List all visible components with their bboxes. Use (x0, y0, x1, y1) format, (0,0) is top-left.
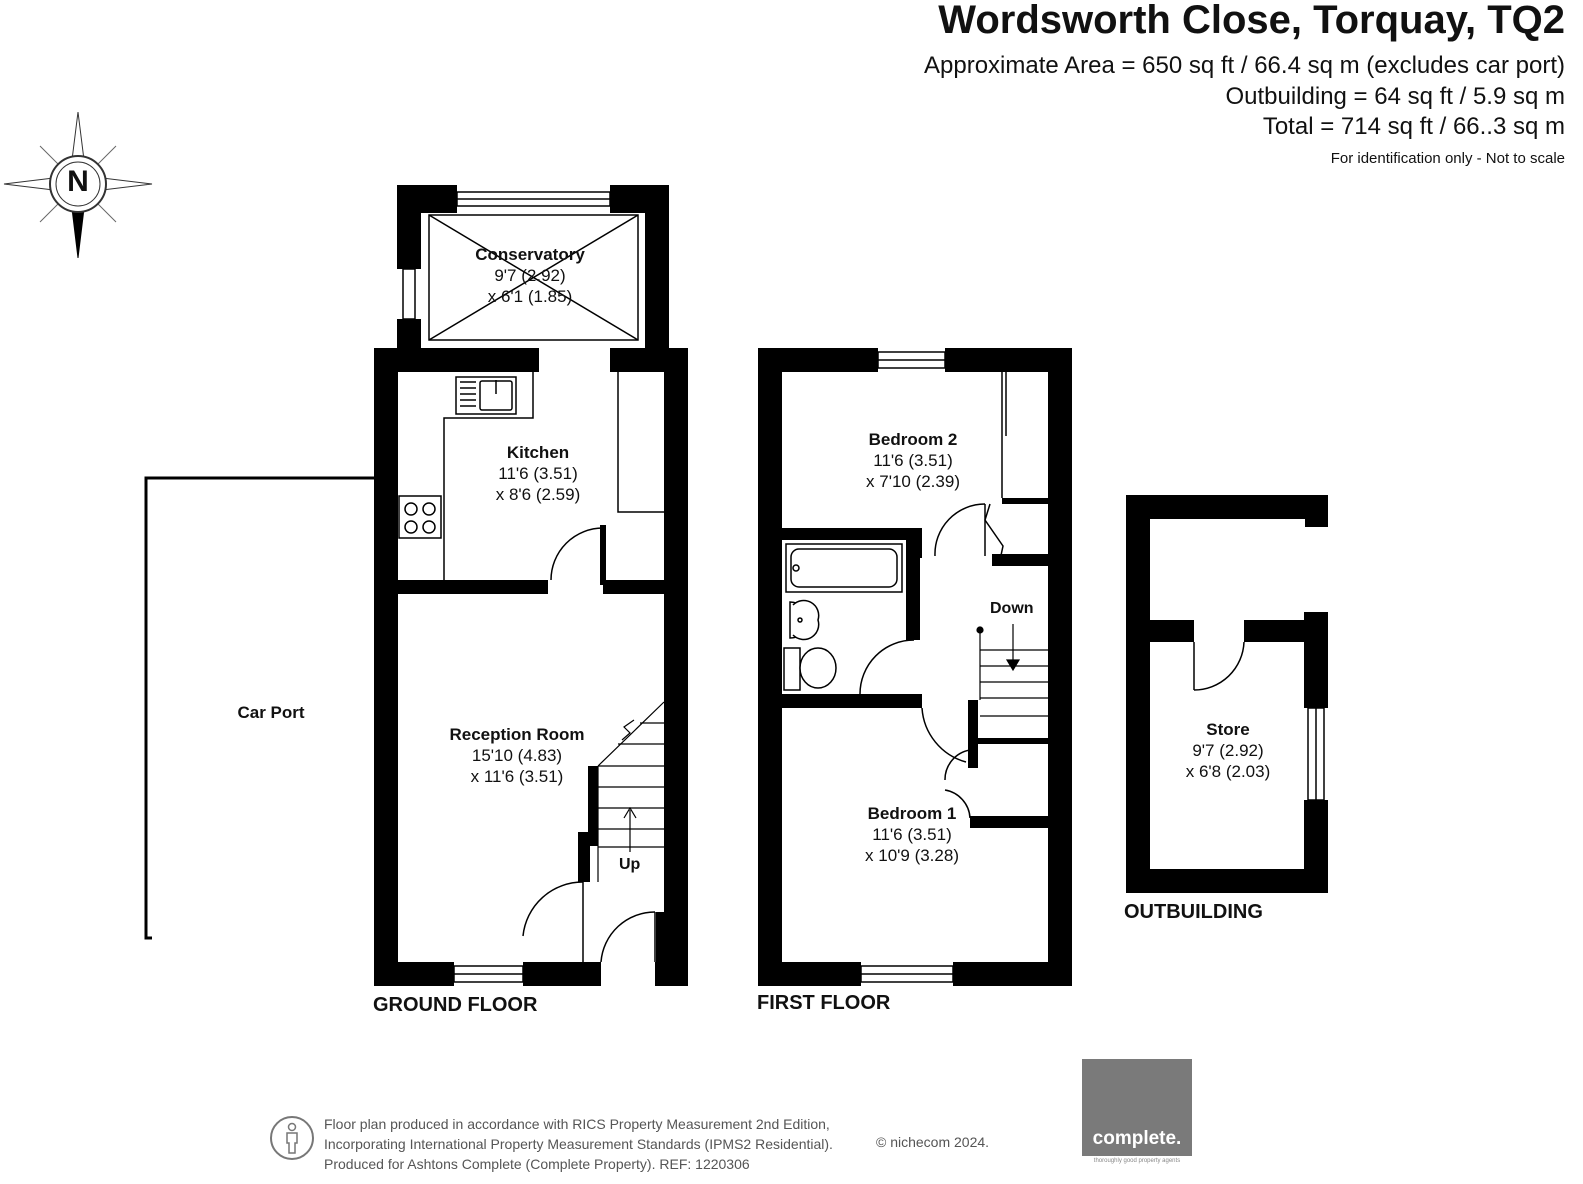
room-name: Conservatory (475, 245, 585, 264)
room-name: Bedroom 1 (867, 804, 957, 823)
brand-logo: complete. (1082, 1059, 1192, 1156)
sink-icon (455, 376, 517, 415)
ground-floor-window (453, 965, 524, 983)
room-label-carport: Car Port (237, 702, 304, 723)
copyright: © nichecom 2024. (876, 1134, 990, 1150)
floor-label-outbuilding: OUTBUILDING (1124, 901, 1263, 923)
store-door (1193, 641, 1245, 691)
person-icon (270, 1116, 314, 1160)
outbuilding-summary: Outbuilding = 64 sq ft / 5.9 sq m (1225, 83, 1565, 110)
ground-stairs (597, 701, 665, 882)
logo-tagline: thoroughly good property agents (1093, 1158, 1181, 1164)
floor-label-ground: GROUND FLOOR (373, 994, 538, 1016)
room-name: Car Port (237, 703, 305, 722)
compass-rose-icon (3, 111, 153, 259)
kitchen-units (443, 372, 664, 580)
room-dimension: x 6'1 (1.85) (487, 287, 573, 306)
hob-icon (398, 495, 442, 539)
area-summary: Approximate Area = 650 sq ft / 66.4 sq m… (924, 52, 1565, 79)
footer-line: Incorporating International Property Mea… (324, 1136, 833, 1152)
wardrobe (1001, 372, 1007, 498)
room-name: Kitchen (506, 443, 570, 462)
room-name: Bedroom 2 (868, 430, 958, 449)
outbuilding-window (1307, 707, 1325, 801)
first-floor-doors (859, 503, 1004, 819)
compass-north-label: N (67, 165, 89, 198)
room-label-conservatory: Conservatory 9'7 (2.92) x 6'1 (1.85) (475, 244, 585, 307)
carport-outline (144, 476, 375, 940)
room-label-bedroom-1: Bedroom 1 11'6 (3.51) x 10'9 (3.28) (865, 803, 959, 866)
disclaimer: For identification only - Not to scale (1330, 150, 1565, 167)
room-dimension: 15'10 (4.83) (471, 746, 563, 765)
footer-notes: Floor plan produced in accordance with R… (324, 1114, 833, 1174)
kitchen-door (550, 527, 604, 581)
conservatory-window (402, 191, 611, 320)
room-name: Store (1206, 720, 1250, 739)
room-dimension: x 6'8 (2.03) (1185, 762, 1271, 781)
logo-text: complete. (1092, 1128, 1182, 1149)
stairs-down-label: Down (990, 600, 1034, 617)
room-label-bedroom-2: Bedroom 2 11'6 (3.51) x 7'10 (2.39) (866, 429, 960, 492)
room-dimension: x 10'9 (3.28) (865, 846, 959, 865)
room-dimension: x 11'6 (3.51) (470, 767, 564, 786)
room-dimension: x 7'10 (2.39) (866, 472, 960, 491)
outbuilding-walls (1126, 495, 1328, 893)
room-dimension: 11'6 (3.51) (873, 451, 953, 470)
page-title: Wordsworth Close, Torquay, TQ2 (938, 0, 1565, 42)
first-floor-windows (860, 351, 954, 983)
floor-label-first: FIRST FLOOR (757, 992, 891, 1014)
room-dimension: 9'7 (2.92) (494, 266, 566, 285)
toilet-icon (783, 647, 837, 691)
room-label-kitchen: Kitchen 11'6 (3.51) x 8'6 (2.59) (496, 442, 581, 505)
room-dimension: 11'6 (3.51) (498, 464, 578, 483)
room-name: Reception Room (449, 725, 585, 744)
room-dimension: 11'6 (3.51) (872, 825, 952, 844)
bath-icon (785, 543, 903, 593)
footer-line: Floor plan produced in accordance with R… (324, 1116, 830, 1132)
room-label-reception: Reception Room 15'10 (4.83) x 11'6 (3.51… (449, 724, 584, 787)
room-label-store: Store 9'7 (2.92) x 6'8 (2.03) (1186, 719, 1271, 782)
basin-icon (789, 599, 820, 641)
stairs-up-label: Up (619, 856, 641, 873)
ground-floor-walls (374, 348, 688, 986)
room-dimension: x 8'6 (2.59) (495, 485, 581, 504)
total-summary: Total = 714 sq ft / 66..3 sq m (1262, 113, 1565, 140)
entrance-doors (522, 881, 656, 963)
conservatory-roof-lantern (428, 214, 639, 341)
first-floor-walls (758, 348, 1072, 986)
first-floor-stairs (976, 624, 1048, 717)
room-dimension: 9'7 (2.92) (1192, 741, 1264, 760)
footer-line: Produced for Ashtons Complete (Complete … (324, 1156, 750, 1172)
